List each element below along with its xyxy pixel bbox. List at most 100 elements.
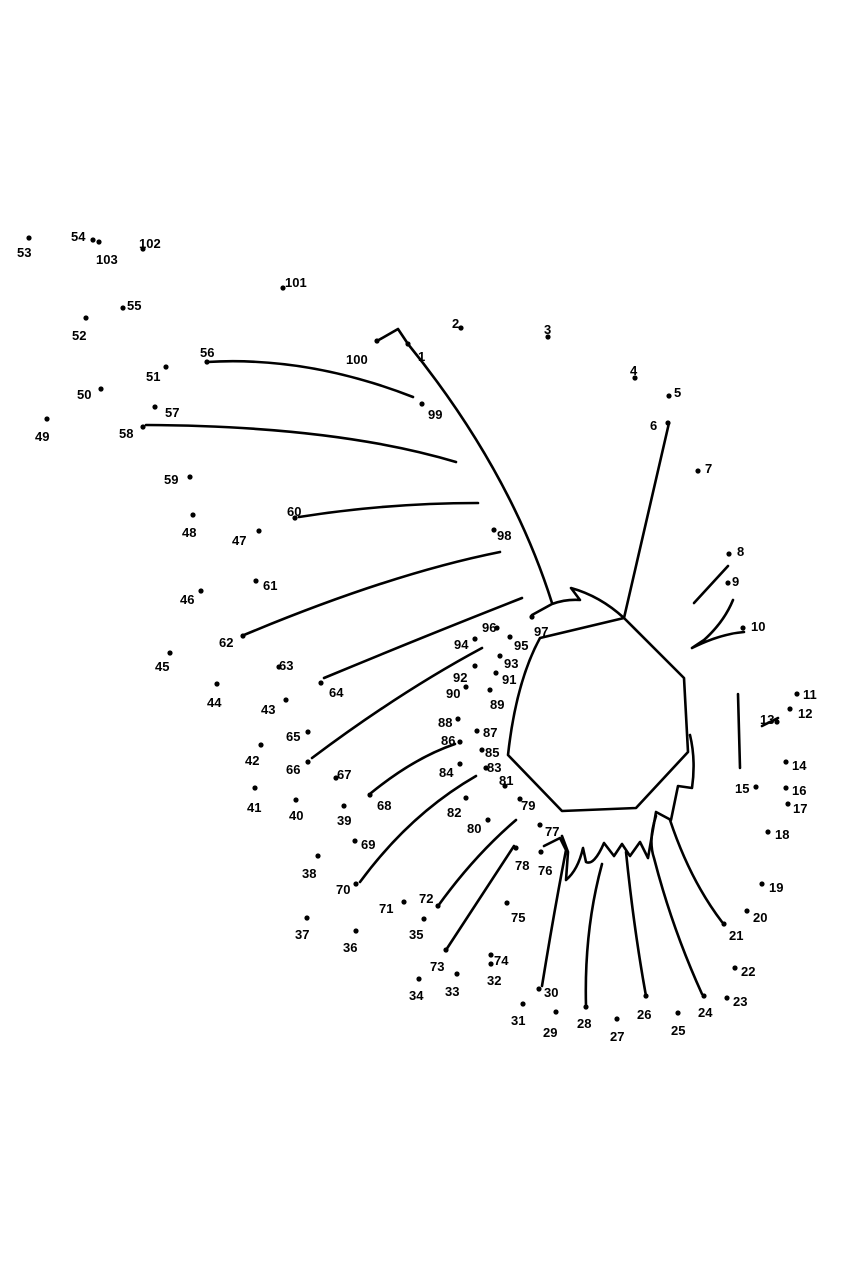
bell-right-edge bbox=[560, 733, 695, 882]
dot-number-label: 6 bbox=[650, 418, 657, 433]
dot-number-label: 80 bbox=[467, 821, 481, 836]
dot-marker bbox=[140, 424, 146, 430]
dot-number-label: 63 bbox=[279, 658, 293, 673]
dot-number-label: 88 bbox=[438, 715, 452, 730]
dot-number-label: 10 bbox=[751, 619, 765, 634]
dot-number-label: 71 bbox=[379, 901, 393, 916]
ray-73 bbox=[444, 844, 516, 952]
dot-70: 70 bbox=[336, 881, 359, 897]
dot-marker bbox=[483, 765, 489, 771]
dot-number-label: 99 bbox=[428, 407, 442, 422]
dot-marker bbox=[435, 903, 441, 909]
dot-90: 90 bbox=[446, 684, 469, 701]
dot-93: 93 bbox=[497, 653, 518, 671]
ray-56 bbox=[205, 359, 415, 399]
dot-marker bbox=[643, 993, 649, 999]
dot-number-label: 43 bbox=[261, 702, 275, 717]
dot-number-label: 8 bbox=[737, 544, 744, 559]
dot-number-label: 91 bbox=[502, 672, 516, 687]
dot-number-label: 84 bbox=[439, 765, 454, 780]
dot-marker bbox=[507, 634, 513, 640]
stroke-15 bbox=[736, 692, 742, 770]
dot-marker bbox=[276, 664, 282, 670]
dot-number-label: 49 bbox=[35, 429, 49, 444]
dot-54: 54 bbox=[71, 229, 96, 244]
dot-marker bbox=[341, 803, 347, 809]
dot-marker bbox=[753, 784, 759, 790]
dot-number-label: 59 bbox=[164, 472, 178, 487]
dot-8: 8 bbox=[726, 544, 744, 559]
dot-number-label: 31 bbox=[511, 1013, 525, 1028]
dot-marker bbox=[293, 797, 299, 803]
dot-marker bbox=[517, 796, 523, 802]
dot-59: 59 bbox=[164, 472, 193, 487]
dot-number-label: 14 bbox=[792, 758, 807, 773]
dot-number-label: 25 bbox=[671, 1023, 685, 1038]
dot-number-label: 12 bbox=[798, 706, 812, 721]
dot-number-label: 27 bbox=[610, 1029, 624, 1044]
dot-number-label: 69 bbox=[361, 837, 375, 852]
dot-36: 36 bbox=[343, 928, 359, 955]
dot-23: 23 bbox=[724, 994, 747, 1009]
ray-62 bbox=[242, 550, 502, 637]
dot-marker bbox=[479, 747, 485, 753]
dot-marker bbox=[352, 838, 358, 844]
dot-number-label: 45 bbox=[155, 659, 169, 674]
dot-number-label: 42 bbox=[245, 753, 259, 768]
dot-99: 99 bbox=[419, 401, 442, 422]
dot-74: 74 bbox=[488, 952, 509, 968]
dot-12: 12 bbox=[787, 706, 812, 721]
dot-56: 56 bbox=[200, 345, 214, 365]
dot-number-label: 15 bbox=[735, 781, 749, 796]
dot-32: 32 bbox=[487, 961, 501, 988]
dot-number-label: 90 bbox=[446, 686, 460, 701]
dot-number-label: 16 bbox=[792, 783, 806, 798]
dot-marker bbox=[204, 359, 210, 365]
stroke-8 bbox=[692, 564, 730, 605]
dot-76: 76 bbox=[538, 849, 552, 878]
dot-number-label: 95 bbox=[514, 638, 528, 653]
dot-number-label: 103 bbox=[96, 252, 118, 267]
dot-34: 34 bbox=[409, 976, 424, 1003]
ray-60 bbox=[297, 501, 480, 519]
dot-marker bbox=[163, 364, 169, 370]
dot-marker bbox=[744, 908, 750, 914]
dot-marker bbox=[190, 512, 196, 518]
ray-66 bbox=[310, 646, 484, 760]
dot-marker bbox=[315, 853, 321, 859]
dot-33: 33 bbox=[445, 971, 460, 999]
dot-marker bbox=[732, 965, 738, 971]
dot-marker bbox=[583, 1004, 589, 1010]
dot-marker bbox=[774, 719, 780, 725]
dot-number-label: 68 bbox=[377, 798, 391, 813]
dot-92: 92 bbox=[453, 663, 478, 685]
dot-15: 15 bbox=[735, 781, 759, 796]
dot-number-label: 79 bbox=[521, 798, 535, 813]
dot-number-label: 87 bbox=[483, 725, 497, 740]
dot-marker bbox=[491, 527, 497, 533]
dot-49: 49 bbox=[35, 416, 50, 444]
dot-55: 55 bbox=[120, 298, 141, 313]
dot-10: 10 bbox=[740, 619, 765, 634]
dot-marker bbox=[198, 588, 204, 594]
dot-5: 5 bbox=[666, 385, 681, 400]
dot-marker bbox=[493, 670, 499, 676]
dot-79: 79 bbox=[517, 796, 535, 813]
dot-number-label: 54 bbox=[71, 229, 86, 244]
dot-number-label: 56 bbox=[200, 345, 214, 360]
dot-marker bbox=[26, 235, 32, 241]
dot-52: 52 bbox=[72, 315, 89, 343]
dot-number-label: 21 bbox=[729, 928, 743, 943]
dot-number-label: 83 bbox=[487, 760, 501, 775]
dot-31: 31 bbox=[511, 1001, 526, 1028]
dot-96: 96 bbox=[482, 620, 500, 635]
dot-number-label: 65 bbox=[286, 729, 300, 744]
dot-number-label: 73 bbox=[430, 959, 444, 974]
dot-38: 38 bbox=[302, 853, 321, 881]
dot-81: 81 bbox=[499, 773, 513, 789]
dot-103: 103 bbox=[96, 239, 118, 267]
dot-marker bbox=[96, 239, 102, 245]
dot-51: 51 bbox=[146, 364, 169, 384]
dot-number-label: 30 bbox=[544, 985, 558, 1000]
dot-number-label: 72 bbox=[419, 891, 433, 906]
